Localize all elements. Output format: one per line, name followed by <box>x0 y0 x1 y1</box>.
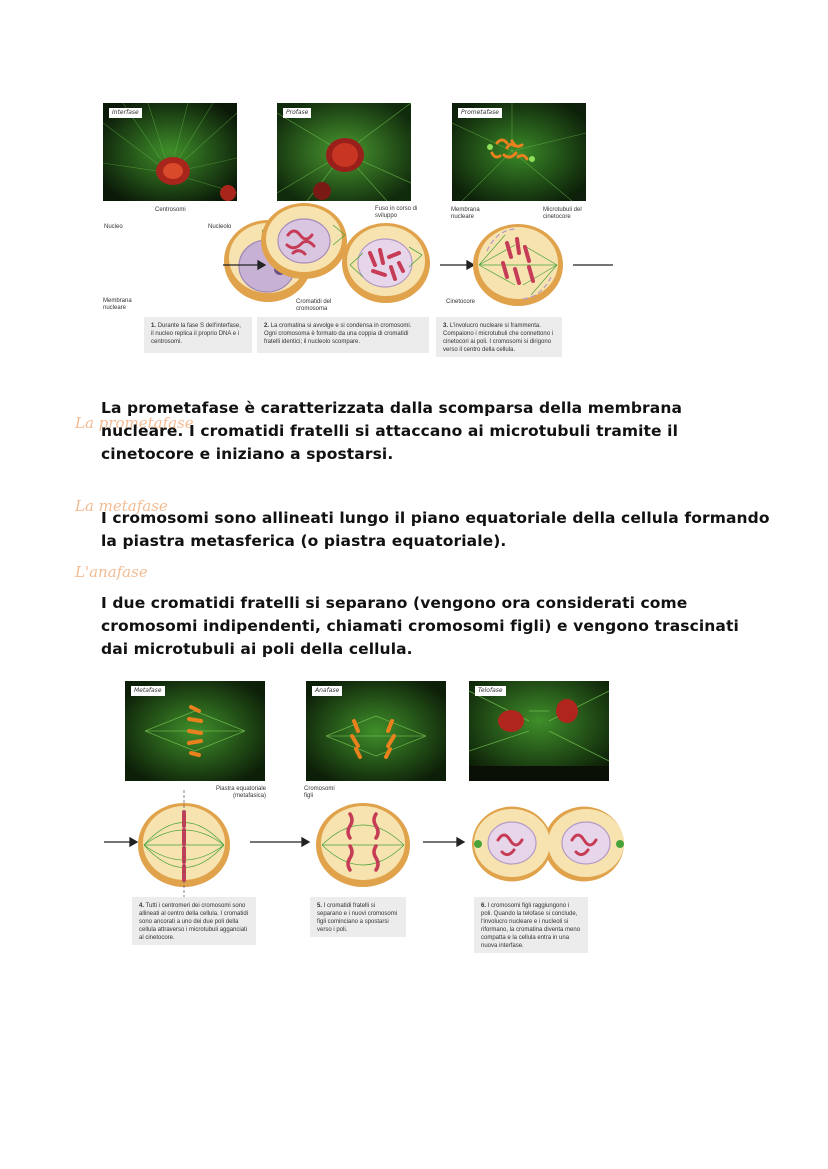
label-cromatidi: Cromatidi del cromosoma <box>296 299 342 313</box>
text-line: nucleare. I cromatidi fratelli si attacc… <box>101 420 682 443</box>
cell-metafase <box>138 790 230 900</box>
label-figli: Cromosomi figli <box>304 786 336 800</box>
micrograph-label: Prometafase <box>458 108 502 118</box>
caption-3: 3. L'involucro nucleare si frammenta. Co… <box>436 317 562 357</box>
caption-number: 4. <box>139 903 144 909</box>
label-membrana-nucleare-2: Membrana nucleare <box>451 207 487 221</box>
cell-anafase <box>316 803 410 887</box>
text-line: cinetocore e iniziano a spostarsi. <box>101 443 682 466</box>
caption-number: 6. <box>481 903 486 909</box>
arrow-icon <box>223 261 265 269</box>
paragraph-prometafase: La prometafase è caratterizzata dalla sc… <box>101 397 682 466</box>
caption-text: I cromosomi figli raggiungono i poli. Qu… <box>481 903 580 949</box>
text-line: la piastra metasferica (o piastra equato… <box>101 530 770 553</box>
caption-text: L'involucro nucleare si frammenta. Compa… <box>443 323 553 353</box>
label-microtubuli: Microtubuli del cinetocore <box>543 207 595 221</box>
text-line: I cromosomi sono allineati lungo il pian… <box>101 507 770 530</box>
caption-text: Tutti i centromeri dei cromosomi sono al… <box>139 903 248 941</box>
caption-4: 4. Tutti i centromeri dei cromosomi sono… <box>132 897 256 945</box>
text-line: I due cromatidi fratelli si separano (ve… <box>101 592 739 615</box>
caption-1: 1. Durante la fase S dell'interfase, il … <box>144 317 252 353</box>
caption-text: I cromatidi fratelli si separano e i nuo… <box>317 903 397 933</box>
micrograph-anafase: Anafase <box>306 681 446 781</box>
caption-number: 2. <box>264 323 269 329</box>
cell-prometafase <box>473 224 563 306</box>
cell-profase-a <box>261 203 347 279</box>
micrograph-telofase: Telofase <box>469 681 609 781</box>
caption-2: 2. La cromatina si avvolge e si condensa… <box>257 317 429 353</box>
label-centrosomi: Centrosomi <box>155 207 186 214</box>
text-line: dai microtubuli ai poli della cellula. <box>101 638 739 661</box>
text-line: cromosomi indipendenti, chiamati cromoso… <box>101 615 739 638</box>
arrow-icon <box>440 261 474 269</box>
micrograph-prometafase: Prometafase <box>452 103 586 201</box>
caption-5: 5. I cromatidi fratelli si separano e i … <box>310 897 406 937</box>
label-nucleolo: Nucleolo <box>208 224 231 231</box>
caption-number: 1. <box>151 323 156 329</box>
caption-number: 3. <box>443 323 448 329</box>
text-line: La prometafase è caratterizzata dalla sc… <box>101 397 682 420</box>
micrograph-metafase: Metafase <box>125 681 265 781</box>
micrograph-label: Interfase <box>109 108 142 118</box>
paragraph-anafase: I due cromatidi fratelli si separano (ve… <box>101 592 739 661</box>
micrograph-label: Anafase <box>312 686 342 696</box>
caption-6: 6. I cromosomi figli raggiungono i poli.… <box>474 897 588 953</box>
cell-profase-b <box>342 223 430 303</box>
arrow-icon <box>104 838 137 846</box>
caption-number: 5. <box>317 903 322 909</box>
label-fuso: Fuso in corso di sviluppo <box>375 206 425 220</box>
arrow-icon <box>250 838 309 846</box>
label-cinetocore: Cinetocore <box>446 299 475 306</box>
label-nucleo: Nucleo <box>104 224 123 231</box>
cell-telofase <box>472 807 624 882</box>
arrow-icon <box>423 838 464 846</box>
caption-text: Durante la fase S dell'interfase, il nuc… <box>151 323 241 345</box>
heading-anafase: L'anafase <box>75 563 148 581</box>
micrograph-profase: Profase <box>277 103 411 201</box>
label-membrana-nucleare: Membrana nucleare <box>103 298 143 312</box>
label-piastra: Piastra equatoriale (metafasica) <box>206 786 266 800</box>
paragraph-metafase: I cromosomi sono allineati lungo il pian… <box>101 507 770 553</box>
caption-text: La cromatina si avvolge e si condensa in… <box>264 323 411 345</box>
micrograph-interfase: Interfase <box>103 103 237 201</box>
micrograph-label: Profase <box>283 108 311 118</box>
micrograph-label: Telofase <box>475 686 506 696</box>
micrograph-label: Metafase <box>131 686 165 696</box>
